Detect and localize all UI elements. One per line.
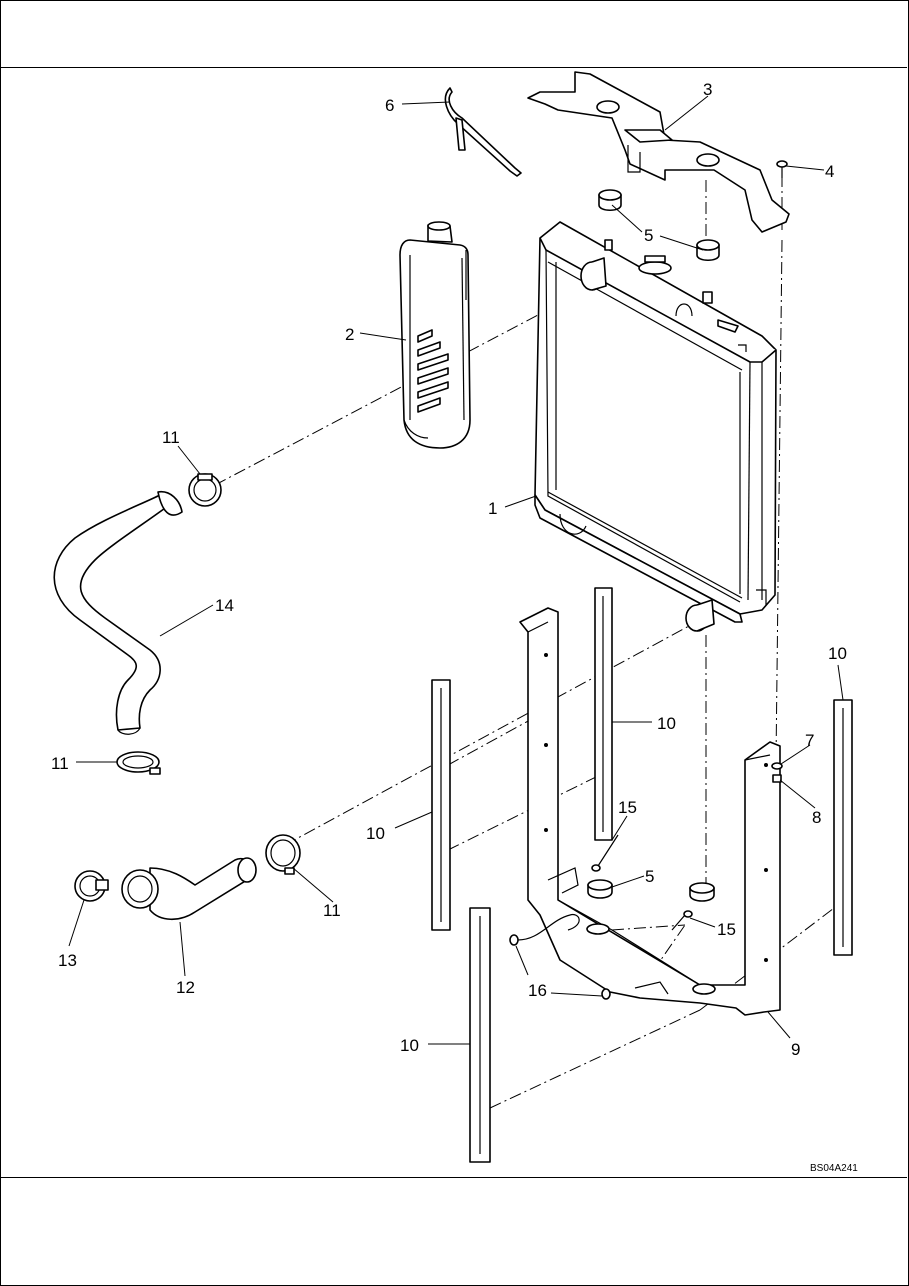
callout-numbers: 1 2 3 4 5 5 6 7 8 9 10 10 10 10 11 11 11… (51, 80, 847, 1059)
callout-2: 2 (345, 325, 354, 344)
callout-12: 12 (176, 978, 195, 997)
callout-10-right: 10 (828, 644, 847, 663)
upper-bracket-part (527, 71, 790, 233)
callout-9: 9 (791, 1040, 800, 1059)
pins (591, 834, 693, 931)
expansion-tank-part (399, 221, 471, 449)
nut-part (772, 774, 782, 783)
figure-reference: BS04A241 (810, 1163, 858, 1174)
callout-10-left: 10 (366, 824, 385, 843)
callout-5-lower: 5 (645, 867, 654, 886)
callout-5-upper: 5 (644, 226, 653, 245)
footer-band (0, 1177, 907, 1285)
tank-fins (417, 329, 449, 413)
callout-10-bottom: 10 (400, 1036, 419, 1055)
callout-10-center: 10 (657, 714, 676, 733)
callout-8: 8 (812, 808, 821, 827)
grommets (509, 913, 611, 1000)
callout-11-bottom: 11 (323, 901, 341, 920)
hose-clamps (116, 473, 301, 875)
callout-15-right: 15 (717, 920, 736, 939)
callout-6: 6 (385, 96, 394, 115)
leader-lines (68, 95, 844, 1045)
bolt-part (776, 160, 788, 178)
lower-frame-part (519, 607, 781, 1016)
upper-hose-part (53, 490, 183, 735)
seal-strips (431, 587, 853, 1163)
lower-hose-part (121, 857, 257, 921)
callout-11-top: 11 (162, 428, 180, 447)
washer-part (771, 762, 783, 770)
callout-3: 3 (703, 80, 712, 99)
callout-11-left: 11 (51, 754, 69, 773)
callout-16: 16 (528, 981, 547, 1000)
radiator-part (534, 221, 777, 632)
callout-1: 1 (488, 499, 497, 518)
callout-7: 7 (805, 731, 814, 750)
rubber-mounts (587, 189, 720, 902)
clamp-part (74, 870, 109, 902)
callout-14: 14 (215, 596, 234, 615)
callout-13: 13 (58, 951, 77, 970)
overflow-hose-part (444, 87, 522, 177)
callout-15-top: 15 (618, 798, 637, 817)
callout-4: 4 (825, 162, 834, 181)
header-band (0, 0, 907, 68)
